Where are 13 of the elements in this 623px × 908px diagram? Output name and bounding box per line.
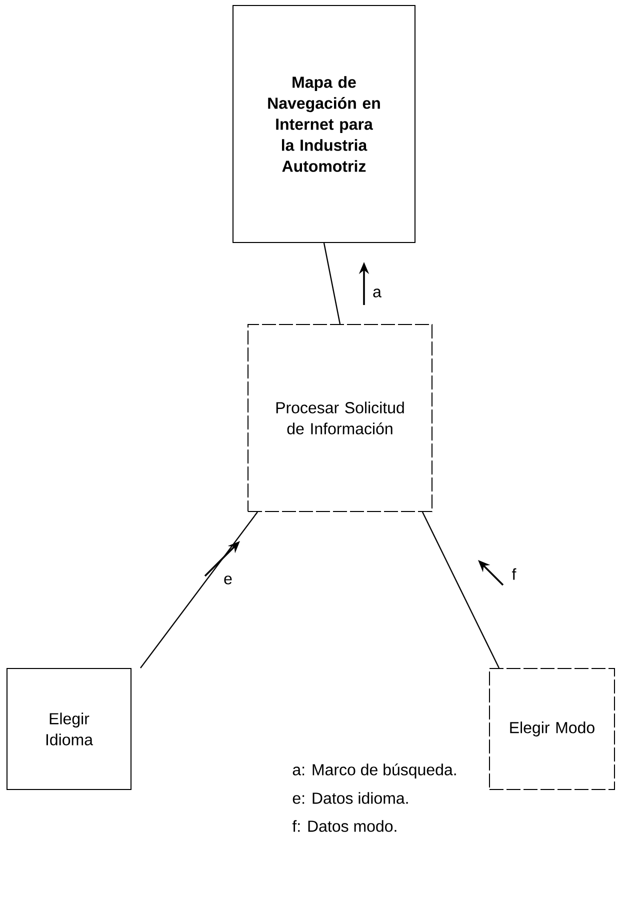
- connector-line: [323, 242, 341, 324]
- edge-label: e: [224, 576, 232, 584]
- legend-note: e: Datos idioma.: [292, 792, 408, 804]
- legend-note: f: Datos modo.: [292, 820, 396, 832]
- edge-label: a: [373, 288, 382, 298]
- process-box: Elegir Idioma: [6, 668, 132, 790]
- connector-line: [140, 512, 258, 668]
- process-box: Elegir Modo: [489, 668, 615, 790]
- legend-note: a: Marco de búsqueda.: [292, 763, 456, 779]
- edge-label: f: [512, 568, 516, 580]
- connector-line: [422, 512, 500, 668]
- process-box: Procesar Solicitud de Información: [248, 324, 432, 512]
- process-box: Mapa de Navegación en Internet para la Industria Automotriz: [232, 5, 416, 243]
